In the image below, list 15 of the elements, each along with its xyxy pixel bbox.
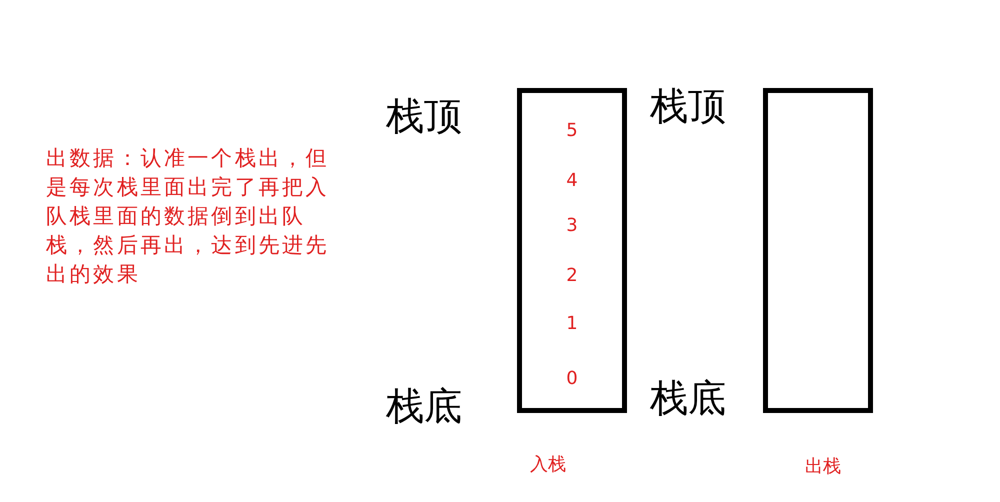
note-text: 出数据：认准一个栈出，但是每次栈里面出完了再把入队栈里面的数据倒到出队栈，然后再出，达到先进先出的效果: [46, 145, 330, 288]
stack-number: 5: [565, 121, 579, 141]
stack-end-label: 栈底: [386, 384, 462, 428]
stack-box: [517, 88, 627, 413]
stack-number: 4: [565, 171, 579, 191]
stack-number: 1: [565, 314, 579, 334]
stack-box: [763, 88, 873, 413]
stack-end-label: 栈顶: [650, 84, 726, 128]
stack-end-label: 栈顶: [386, 94, 462, 138]
stack-number: 2: [565, 266, 579, 286]
stack-number: 0: [565, 369, 579, 389]
stack-caption: 出栈: [805, 456, 841, 478]
stack-number: 3: [565, 216, 579, 236]
stack-end-label: 栈底: [650, 376, 726, 420]
stack-caption: 入栈: [530, 454, 566, 476]
